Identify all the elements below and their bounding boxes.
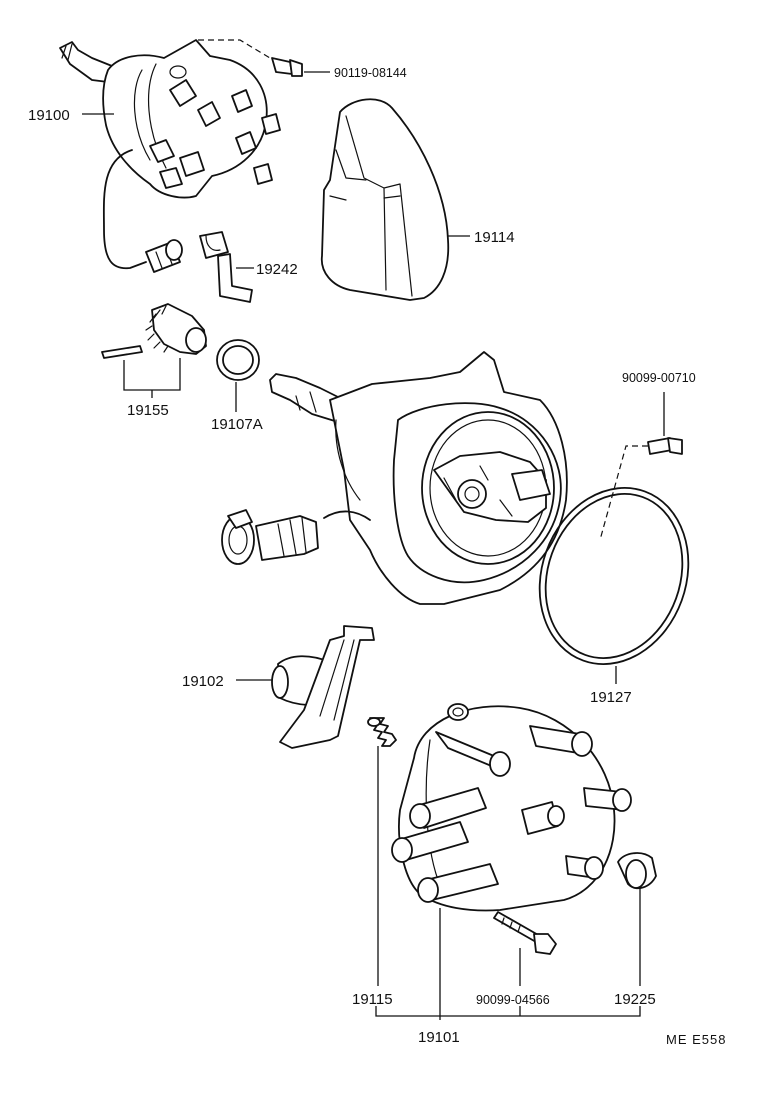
rotor-19102-drawing [236,625,375,749]
distributor-housing-drawing [221,351,568,605]
connector-clamp-19242-drawing [199,231,254,303]
bolt-90119-08144-drawing [198,39,330,77]
label-90099-00710: 90099-00710 [622,371,696,385]
diagram-code: ME E558 [666,1032,726,1047]
distributor-cap-19101-drawing [391,703,632,1016]
group-bracket-19101 [375,1006,641,1020]
label-19101: 19101 [418,1029,460,1046]
boot-19225-drawing [617,852,657,986]
dust-cover-19114-drawing [320,98,470,301]
label-90099-04566: 90099-04566 [476,993,550,1007]
label-19127: 19127 [590,689,632,706]
label-19155: 19155 [127,402,169,419]
drive-gear-19155-drawing [101,303,207,398]
label-19115: 19115 [352,991,393,1008]
gasket-19127-drawing [538,487,690,684]
label-19242: 19242 [256,261,298,278]
label-19225: 19225 [614,991,656,1008]
distributor-assembly-drawing [59,39,281,273]
o-ring-19107a-drawing [216,339,260,412]
label-90119-08144: 90119-08144 [334,66,407,80]
screw-90099-00710-drawing [599,392,683,541]
label-19107a: 19107A [211,416,263,433]
label-19100: 19100 [28,107,70,124]
label-19114: 19114 [474,229,515,246]
screw-90099-04566-drawing [493,911,557,986]
spring-19115-drawing [367,717,397,986]
label-19102: 19102 [182,673,224,690]
